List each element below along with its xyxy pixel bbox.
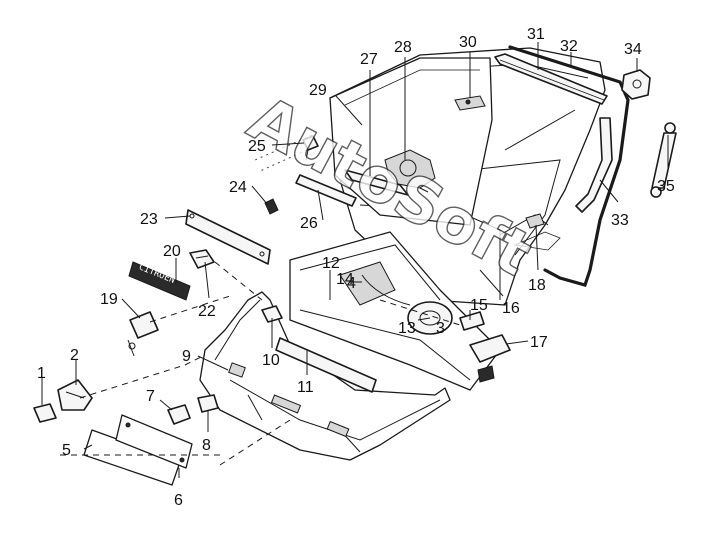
- callout-24: 24: [229, 179, 247, 196]
- gas-strut-bracket: [575, 117, 613, 213]
- callout-20: 20: [163, 243, 181, 260]
- callout-14: 14: [336, 271, 354, 288]
- callout-19: 19: [100, 291, 118, 308]
- callout-33: 33: [611, 212, 629, 229]
- callout-4: 4: [347, 275, 356, 292]
- bumper-reflector: [197, 394, 219, 413]
- callout-8: 8: [202, 437, 211, 454]
- striker-plate: [459, 311, 485, 331]
- leader-lines: [41, 42, 669, 478]
- callout-26: 26: [300, 215, 318, 232]
- callout-17: 17: [530, 334, 548, 351]
- fastening-clip: [264, 198, 279, 215]
- callout-7: 7: [146, 388, 155, 405]
- reflector: [167, 404, 191, 425]
- callout-16: 16: [502, 300, 520, 317]
- callout-12: 12: [322, 255, 340, 272]
- bumper-reinforcement: [275, 337, 377, 393]
- callout-1: 1: [37, 365, 46, 382]
- release-cable: [361, 274, 411, 306]
- plate-light: [189, 249, 215, 269]
- callout-34: 34: [624, 41, 642, 58]
- callout-9: 9: [182, 348, 191, 365]
- bumper-bracket: [469, 334, 511, 383]
- rear-fog-lamp: [57, 379, 93, 411]
- callout-5: 5: [62, 442, 71, 459]
- fastener-clip: [302, 135, 319, 161]
- callout-13: 13: [398, 320, 416, 337]
- model-badge: CITROEN: [128, 261, 191, 301]
- callout-23: 23: [140, 211, 158, 228]
- tailgate-handle: [525, 213, 545, 229]
- wiper-arm: [344, 169, 409, 196]
- callout-18: 18: [528, 277, 546, 294]
- callout-22: 22: [198, 303, 216, 320]
- tailgate-hinge: [454, 95, 486, 111]
- callout-29: 29: [309, 82, 327, 99]
- callout-15: 15: [470, 297, 488, 314]
- callout-32: 32: [560, 38, 578, 55]
- callout-35: 35: [657, 178, 675, 195]
- callout-labels: 1 2 3 4 5 6 7 8 9 10 11 12 13 14 15 16 1…: [37, 26, 675, 509]
- assembly-guides: [60, 261, 461, 466]
- lock-cylinder: [127, 311, 159, 357]
- callout-11: 11: [297, 379, 314, 396]
- callout-3: 3: [436, 320, 445, 337]
- gas-strut: [650, 122, 677, 198]
- wiper-motor: [384, 149, 436, 193]
- tailgate-trim-strip: [295, 174, 357, 207]
- tailgate-lock: [621, 69, 651, 100]
- callout-27: 27: [360, 51, 378, 68]
- callout-25: 25: [248, 138, 266, 155]
- callout-6: 6: [174, 492, 183, 509]
- upper-spoiler: [494, 53, 608, 105]
- callout-10: 10: [262, 352, 280, 369]
- callout-28: 28: [394, 39, 412, 56]
- callout-30: 30: [459, 34, 477, 51]
- callout-2: 2: [70, 347, 79, 364]
- bumper-bracket-small: [261, 305, 283, 323]
- bulb-holder: [33, 403, 57, 423]
- callout-31: 31: [527, 26, 545, 43]
- rear-bumper: [199, 291, 451, 461]
